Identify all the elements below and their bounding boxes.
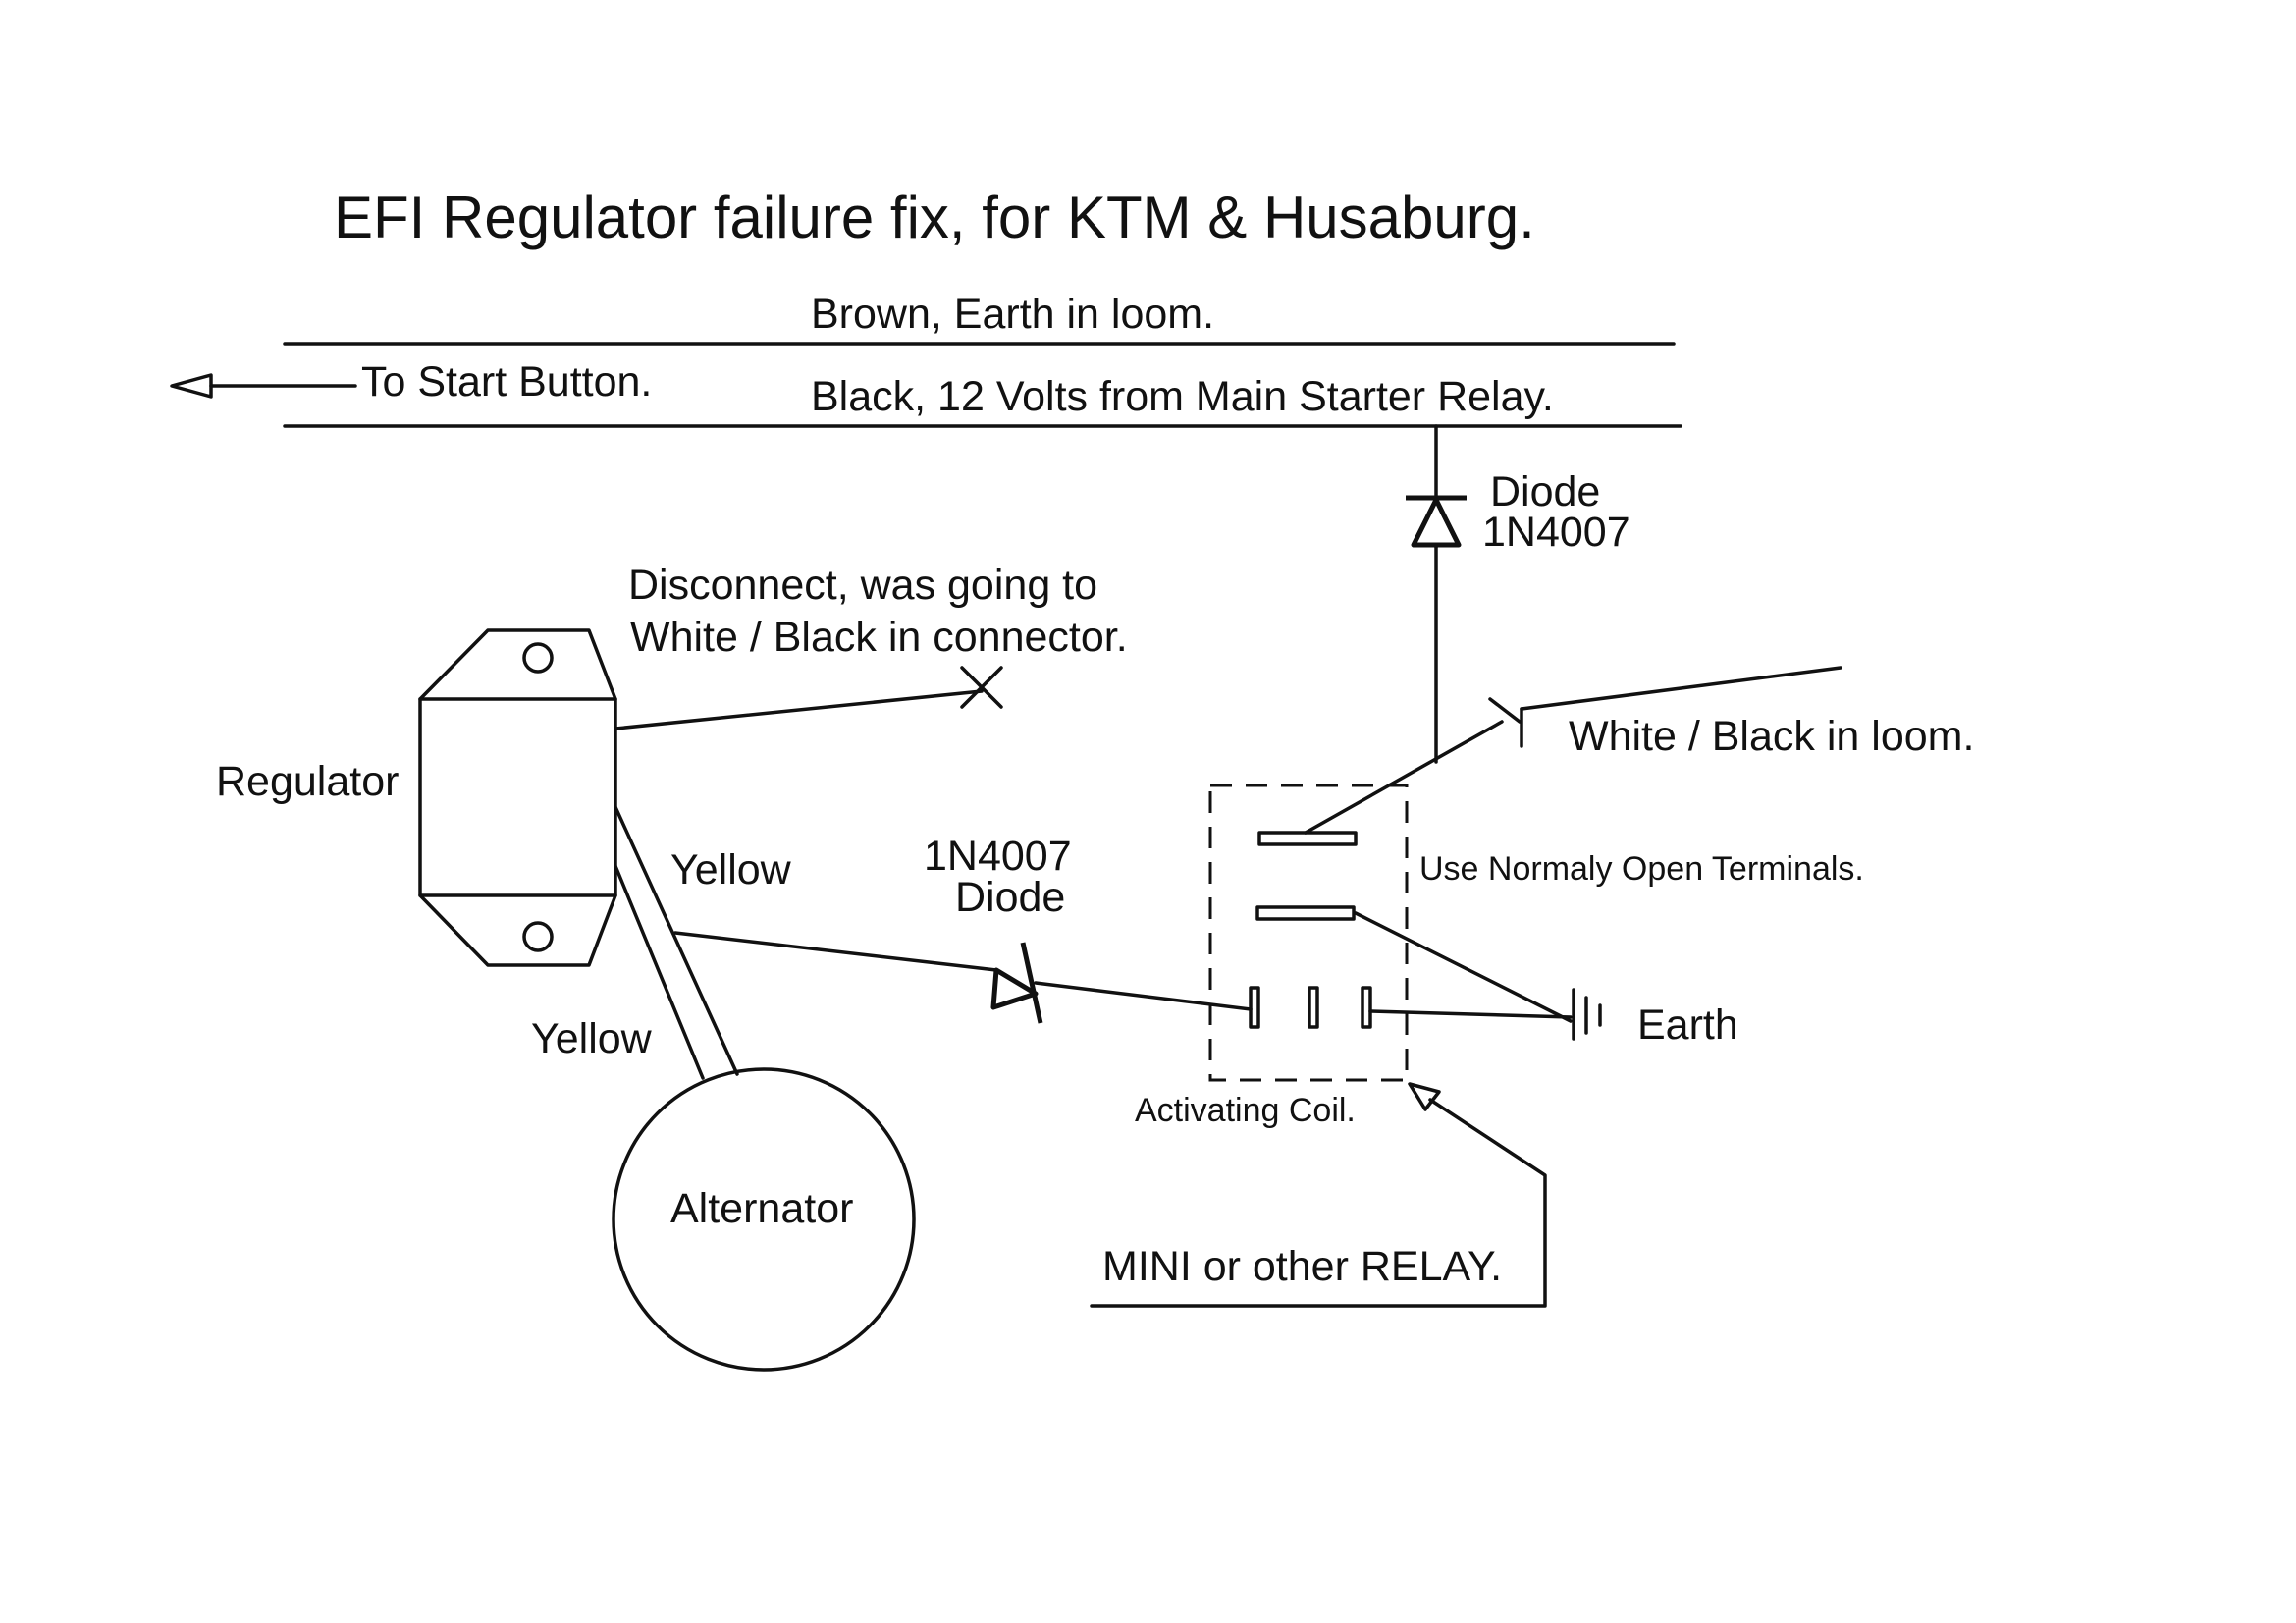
middle-diode-icon — [990, 942, 1043, 1024]
loom-connector-icon — [1488, 697, 1523, 748]
disconnect-label-line2: White / Black in connector. — [630, 614, 1128, 661]
relay-callout-arrow-icon — [1090, 1082, 1547, 1308]
yellow-wire-lower — [614, 864, 705, 1080]
top-diode-icon — [1406, 495, 1467, 549]
brown-wire-label: Brown, Earth in loom. — [811, 291, 1214, 338]
regulator-icon — [418, 628, 617, 967]
relay-coil-terminal-right — [1361, 986, 1372, 1029]
alternator-icon — [612, 1067, 916, 1372]
alternator-label: Alternator — [670, 1185, 853, 1232]
regulator-disconnected-wire — [614, 689, 984, 730]
diode-to-relay-wire — [1034, 981, 1253, 1011]
start-button-label: To Start Button. — [361, 358, 652, 406]
relay-terminal-top — [1257, 831, 1358, 846]
diagram-title: EFI Regulator failure fix, for KTM & Hus… — [334, 185, 1535, 250]
white-black-loom-label: White / Black in loom. — [1569, 713, 1974, 760]
relay-coil-terminal-center — [1308, 986, 1319, 1029]
start-button-arrow-icon — [170, 373, 357, 399]
black-wire-label: Black, 12 Volts from Main Starter Relay. — [811, 373, 1554, 420]
disconnect-x-icon — [960, 666, 1003, 709]
yellow-lower-label: Yellow — [531, 1015, 653, 1062]
relay-terminals-note: Use Normaly Open Terminals. — [1419, 850, 1864, 888]
relay-to-loom-wire — [1304, 720, 1504, 835]
regulator-label: Regulator — [216, 758, 399, 805]
relay-middle-to-earth-wire — [1354, 911, 1573, 1023]
activating-coil-label: Activating Coil. — [1135, 1092, 1356, 1129]
top-diode-part-label: 1N4007 — [1482, 509, 1630, 556]
top-diode-label: Diode — [1490, 468, 1600, 515]
disconnect-label-line1: Disconnect, was going to — [628, 562, 1097, 609]
earth-label: Earth — [1637, 1001, 1738, 1049]
relay-outline — [1208, 784, 1409, 1082]
relay-label: MINI or other RELAY. — [1102, 1243, 1502, 1290]
yellow-upper-label: Yellow — [670, 846, 792, 893]
relay-coil-to-earth-wire — [1368, 1009, 1573, 1019]
middle-diode-part-label: 1N4007 — [924, 833, 1072, 880]
yellow-wire-upper — [614, 805, 739, 1076]
relay-coil-terminal-left — [1249, 986, 1260, 1029]
earth-icon — [1572, 988, 1602, 1041]
relay-terminal-middle — [1255, 905, 1356, 921]
middle-diode-label: Diode — [955, 874, 1065, 921]
white-black-loom-wire — [1520, 666, 1842, 711]
yellow-to-diode-wire — [673, 931, 998, 972]
